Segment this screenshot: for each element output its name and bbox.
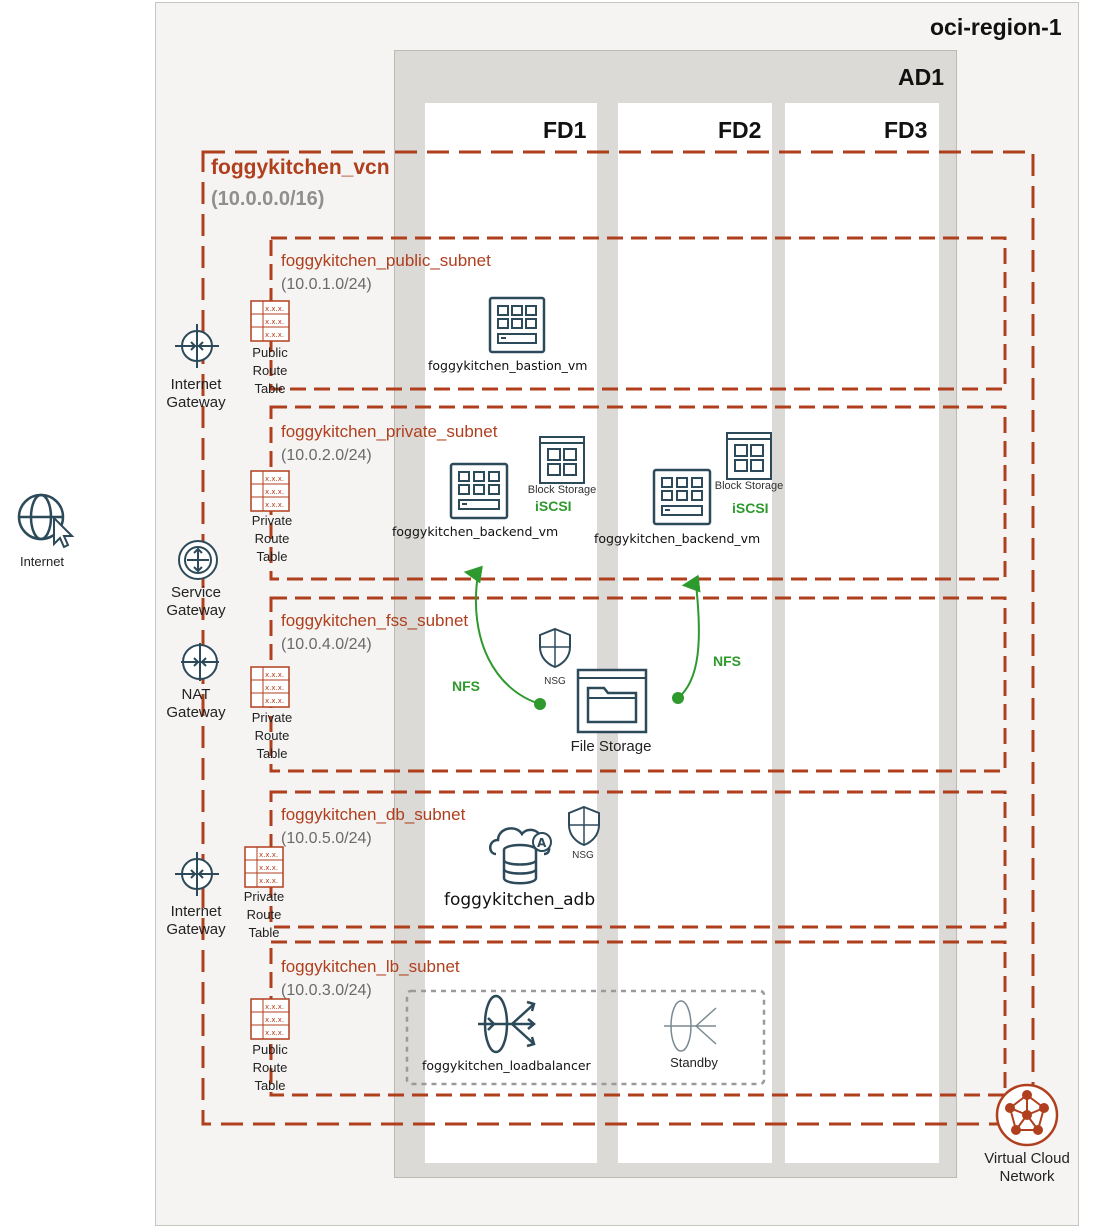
subnet-db-name: foggykitchen_db_subnet xyxy=(281,805,466,824)
svg-text:x.x.x.: x.x.x. xyxy=(265,1029,284,1037)
nfs-arrow-2 xyxy=(677,574,701,699)
subnet-public-cidr: (10.0.1.0/24) xyxy=(281,276,372,293)
standby-load-balancer-icon xyxy=(664,1000,717,1052)
subnet-lb-boundary xyxy=(269,940,1007,1097)
vcn-name: foggykitchen_vcn xyxy=(211,156,390,179)
adb-label: foggykitchen_adb xyxy=(444,890,596,910)
fd1-label: FD1 xyxy=(543,117,587,143)
svg-text:x.x.x.: x.x.x. xyxy=(265,684,284,692)
internet-gateway-icon xyxy=(175,324,219,368)
nsg-label-db: NSG xyxy=(572,850,594,861)
internet-globe-icon xyxy=(17,493,75,548)
bastion-vm-icon xyxy=(488,296,546,354)
iscsi-label-1: iSCSI xyxy=(535,498,572,514)
route-table-icon: x.x.x. x.x.x. x.x.x. xyxy=(250,666,290,708)
backend-vm-label-2: foggykitchen_backend_vm xyxy=(594,531,761,546)
svg-text:x.x.x.: x.x.x. xyxy=(265,501,284,509)
lb-group-boundary xyxy=(405,989,766,1086)
internet-label: Internet xyxy=(19,554,65,569)
subnet-fss-cidr: (10.0.4.0/24) xyxy=(281,636,372,653)
region-label: oci-region-1 xyxy=(930,14,1062,40)
route-table-icon: x.x.x. x.x.x. x.x.x. xyxy=(250,300,290,342)
route-table-icon: x.x.x. x.x.x. x.x.x. xyxy=(250,998,290,1040)
svg-text:x.x.x.: x.x.x. xyxy=(265,318,284,326)
nfs-origin-1 xyxy=(534,698,546,710)
svg-text:x.x.x.: x.x.x. xyxy=(259,851,278,859)
subnet-db-cidr: (10.0.5.0/24) xyxy=(281,830,372,847)
svg-text:x.x.x.: x.x.x. xyxy=(259,864,278,872)
block-storage-label-2: Block Storage xyxy=(714,480,784,492)
nfs-origin-2 xyxy=(672,692,684,704)
subnet-lb-name: foggykitchen_lb_subnet xyxy=(281,957,460,976)
service-gateway-icon xyxy=(178,540,218,580)
svg-text:x.x.x.: x.x.x. xyxy=(265,488,284,496)
nsg-shield-icon xyxy=(568,805,600,847)
ad-label: AD1 xyxy=(898,64,945,90)
route-table-icon: x.x.x. x.x.x. x.x.x. xyxy=(244,846,284,888)
fault-domain-3 xyxy=(785,103,939,1163)
nfs-label-1: NFS xyxy=(452,678,480,694)
file-storage-label: File Storage xyxy=(570,738,652,755)
svg-text:x.x.x.: x.x.x. xyxy=(265,1016,284,1024)
subnet-private-cidr: (10.0.2.0/24) xyxy=(281,447,372,464)
autonomous-db-icon: A xyxy=(489,827,552,885)
file-storage-icon xyxy=(576,668,648,734)
fault-domain-1 xyxy=(425,103,597,1163)
vcn-cidr: (10.0.0.0/16) xyxy=(211,188,325,210)
svg-text:x.x.x.: x.x.x. xyxy=(265,331,284,339)
route-table-icon: x.x.x. x.x.x. x.x.x. xyxy=(250,470,290,512)
standby-label: Standby xyxy=(670,1055,718,1070)
nfs-label-2: NFS xyxy=(713,653,741,669)
iscsi-label-2: iSCSI xyxy=(732,500,769,516)
svg-text:x.x.x.: x.x.x. xyxy=(265,305,284,313)
svg-text:x.x.x.: x.x.x. xyxy=(265,697,284,705)
svg-text:x.x.x.: x.x.x. xyxy=(265,671,284,679)
svg-text:A: A xyxy=(537,836,547,850)
backend-vm-icon xyxy=(449,462,509,520)
backend-vm-icon xyxy=(652,468,712,526)
subnet-lb-cidr: (10.0.3.0/24) xyxy=(281,982,372,999)
fd3-label: FD3 xyxy=(884,117,928,143)
subnet-private-boundary xyxy=(269,405,1007,581)
subnet-public-name: foggykitchen_public_subnet xyxy=(281,251,491,270)
fd2-label: FD2 xyxy=(718,117,762,143)
svg-text:x.x.x.: x.x.x. xyxy=(265,475,284,483)
block-storage-icon xyxy=(539,436,585,484)
virtual-cloud-network-icon xyxy=(995,1083,1059,1147)
vcn-boundary xyxy=(201,150,1035,1126)
svg-text:x.x.x.: x.x.x. xyxy=(259,877,278,885)
subnet-private-name: foggykitchen_private_subnet xyxy=(281,422,498,441)
block-storage-label-1: Block Storage xyxy=(527,484,597,496)
internet-gateway-icon xyxy=(175,852,219,896)
nsg-label-fss: NSG xyxy=(544,676,566,687)
bastion-vm-label: foggykitchen_bastion_vm xyxy=(428,358,588,373)
nsg-shield-icon xyxy=(539,627,571,669)
nfs-arrow-1 xyxy=(463,565,541,705)
subnet-fss-name: foggykitchen_fss_subnet xyxy=(281,611,469,630)
load-balancer-label: foggykitchen_loadbalancer xyxy=(422,1058,591,1073)
fault-domain-2 xyxy=(618,103,772,1163)
nat-gateway-icon xyxy=(181,643,219,681)
load-balancer-icon xyxy=(478,994,536,1054)
svg-text:x.x.x.: x.x.x. xyxy=(265,1003,284,1011)
subnet-fss-boundary xyxy=(269,596,1007,773)
backend-vm-label-1: foggykitchen_backend_vm xyxy=(392,524,559,539)
block-storage-icon xyxy=(726,432,772,480)
